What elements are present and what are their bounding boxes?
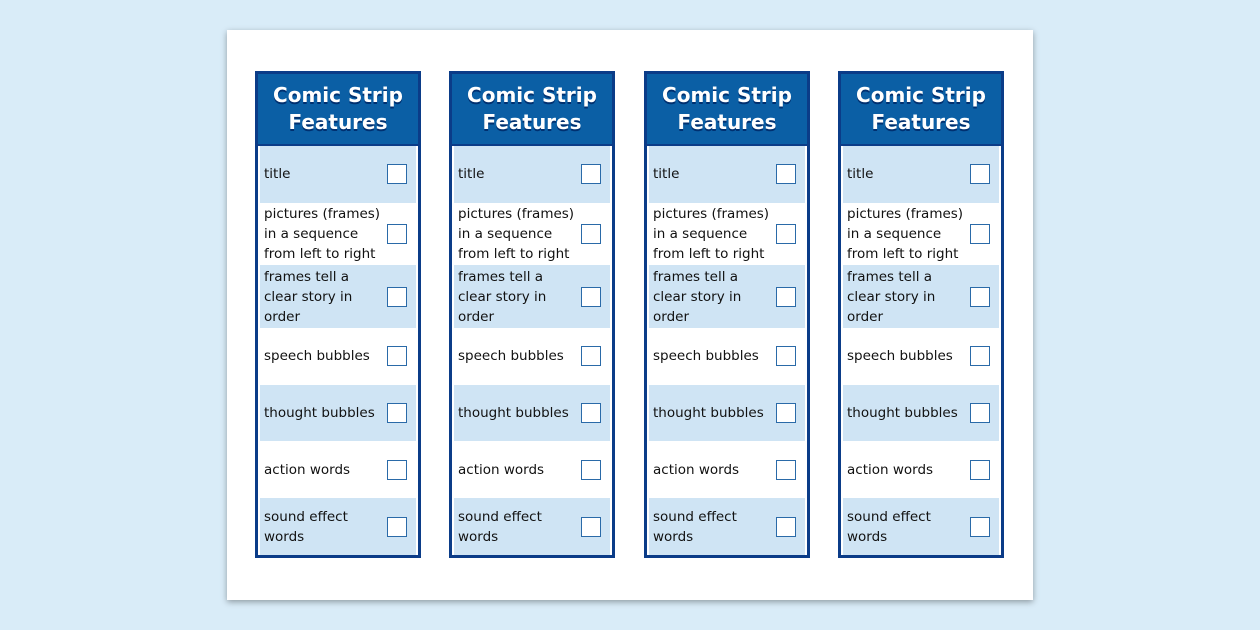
checklist-item-title: title xyxy=(649,146,805,203)
item-label: thought bubbles xyxy=(264,405,375,421)
item-label: pictures (frames) in a sequence from lef… xyxy=(653,206,770,263)
checklist-item-thought-bubbles: thought bubbles xyxy=(843,384,999,442)
item-label: sound effect words xyxy=(847,508,931,545)
item-label: thought bubbles xyxy=(653,405,764,421)
item-label: sound effect words xyxy=(458,508,542,545)
item-label: action words xyxy=(458,461,545,478)
item-label: pictures (frames) in a sequence from lef… xyxy=(264,206,381,263)
checkbox[interactable] xyxy=(776,403,796,423)
item-label: frames tell a clear story in order xyxy=(458,268,547,325)
checklist-item-thought-bubbles: thought bubbles xyxy=(454,384,610,442)
item-label: sound effect words xyxy=(264,508,348,545)
item-label: speech bubbles xyxy=(264,348,370,365)
card-title: Comic Strip Features xyxy=(841,74,1001,146)
checklist-item-sound-effect-words: sound effect words xyxy=(454,498,610,556)
checklist-item-sound-effect-words: sound effect words xyxy=(649,498,805,556)
checklist-item-thought-bubbles: thought bubbles xyxy=(649,384,805,442)
checkbox[interactable] xyxy=(970,403,990,423)
item-label: action words xyxy=(847,461,934,478)
checkbox[interactable] xyxy=(387,346,407,367)
item-label: title xyxy=(653,166,680,183)
checklist-item-frames: frames tell a clear story in order xyxy=(843,265,999,328)
checklist-item-speech-bubbles: speech bubbles xyxy=(649,328,805,385)
checklist-item-pictures: pictures (frames) in a sequence from lef… xyxy=(260,203,416,265)
checklist: title pictures (frames) in a sequence fr… xyxy=(258,146,418,556)
item-label: thought bubbles xyxy=(847,405,958,421)
checklist-item-title: title xyxy=(260,146,416,203)
checklist-item-frames: frames tell a clear story in order xyxy=(649,265,805,328)
item-label: action words xyxy=(264,461,351,478)
checklist-item-pictures: pictures (frames) in a sequence from lef… xyxy=(843,203,999,265)
checkbox[interactable] xyxy=(776,516,796,537)
checkbox[interactable] xyxy=(387,516,407,537)
checklist-item-action-words: action words xyxy=(260,441,416,498)
bookmark-card-2: Comic Strip Features title pictures (fra… xyxy=(449,71,615,558)
checkbox[interactable] xyxy=(776,286,796,307)
item-label: frames tell a clear story in order xyxy=(653,268,742,325)
checkbox[interactable] xyxy=(970,459,990,480)
item-label: sound effect words xyxy=(653,508,737,545)
checkbox[interactable] xyxy=(387,164,407,185)
checkbox[interactable] xyxy=(581,346,601,367)
checklist-item-thought-bubbles: thought bubbles xyxy=(260,384,416,442)
checkbox[interactable] xyxy=(581,286,601,307)
item-label: thought bubbles xyxy=(458,405,569,421)
item-label: action words xyxy=(653,461,740,478)
bookmark-card-1: Comic Strip Features title pictures (fra… xyxy=(255,71,421,558)
checklist: title pictures (frames) in a sequence fr… xyxy=(841,146,1001,556)
checklist-item-action-words: action words xyxy=(454,441,610,498)
checkbox[interactable] xyxy=(970,346,990,367)
checkbox[interactable] xyxy=(776,459,796,480)
card-title: Comic Strip Features xyxy=(258,74,418,146)
checklist: title pictures (frames) in a sequence fr… xyxy=(647,146,807,556)
item-label: title xyxy=(847,166,874,183)
checklist-item-action-words: action words xyxy=(843,441,999,498)
checklist-item-speech-bubbles: speech bubbles xyxy=(454,328,610,385)
checkbox[interactable] xyxy=(581,516,601,537)
document-sheet: Comic Strip Features title pictures (fra… xyxy=(227,30,1033,600)
checkbox[interactable] xyxy=(776,224,796,245)
item-label: title xyxy=(458,166,485,183)
checkbox[interactable] xyxy=(581,459,601,480)
checkbox[interactable] xyxy=(776,346,796,367)
item-label: speech bubbles xyxy=(653,348,759,365)
item-label: pictures (frames) in a sequence from lef… xyxy=(847,206,964,263)
item-label: frames tell a clear story in order xyxy=(264,268,353,325)
checklist-item-speech-bubbles: speech bubbles xyxy=(260,328,416,385)
bookmark-card-3: Comic Strip Features title pictures (fra… xyxy=(644,71,810,558)
checklist-item-speech-bubbles: speech bubbles xyxy=(843,328,999,385)
checkbox[interactable] xyxy=(970,286,990,307)
card-title: Comic Strip Features xyxy=(647,74,807,146)
checklist: title pictures (frames) in a sequence fr… xyxy=(452,146,612,556)
checkbox[interactable] xyxy=(581,224,601,245)
checklist-item-pictures: pictures (frames) in a sequence from lef… xyxy=(454,203,610,265)
checklist-item-action-words: action words xyxy=(649,441,805,498)
checkbox[interactable] xyxy=(387,459,407,480)
checkbox[interactable] xyxy=(970,224,990,245)
checkbox[interactable] xyxy=(970,164,990,185)
checkbox[interactable] xyxy=(387,286,407,307)
checklist-item-frames: frames tell a clear story in order xyxy=(260,265,416,328)
item-label: speech bubbles xyxy=(458,348,564,365)
card-title: Comic Strip Features xyxy=(452,74,612,146)
checklist-item-sound-effect-words: sound effect words xyxy=(260,498,416,556)
checkbox[interactable] xyxy=(387,224,407,245)
checklist-item-frames: frames tell a clear story in order xyxy=(454,265,610,328)
checkbox[interactable] xyxy=(970,516,990,537)
checklist-item-sound-effect-words: sound effect words xyxy=(843,498,999,556)
item-label: title xyxy=(264,166,291,183)
checkbox[interactable] xyxy=(581,403,601,423)
checkbox[interactable] xyxy=(387,403,407,423)
checklist-item-title: title xyxy=(454,146,610,203)
checkbox[interactable] xyxy=(776,164,796,185)
checklist-item-pictures: pictures (frames) in a sequence from lef… xyxy=(649,203,805,265)
item-label: pictures (frames) in a sequence from lef… xyxy=(458,206,575,263)
item-label: speech bubbles xyxy=(847,348,953,365)
checkbox[interactable] xyxy=(581,164,601,185)
item-label: frames tell a clear story in order xyxy=(847,268,936,325)
checklist-item-title: title xyxy=(843,146,999,203)
bookmark-card-4: Comic Strip Features title pictures (fra… xyxy=(838,71,1004,558)
